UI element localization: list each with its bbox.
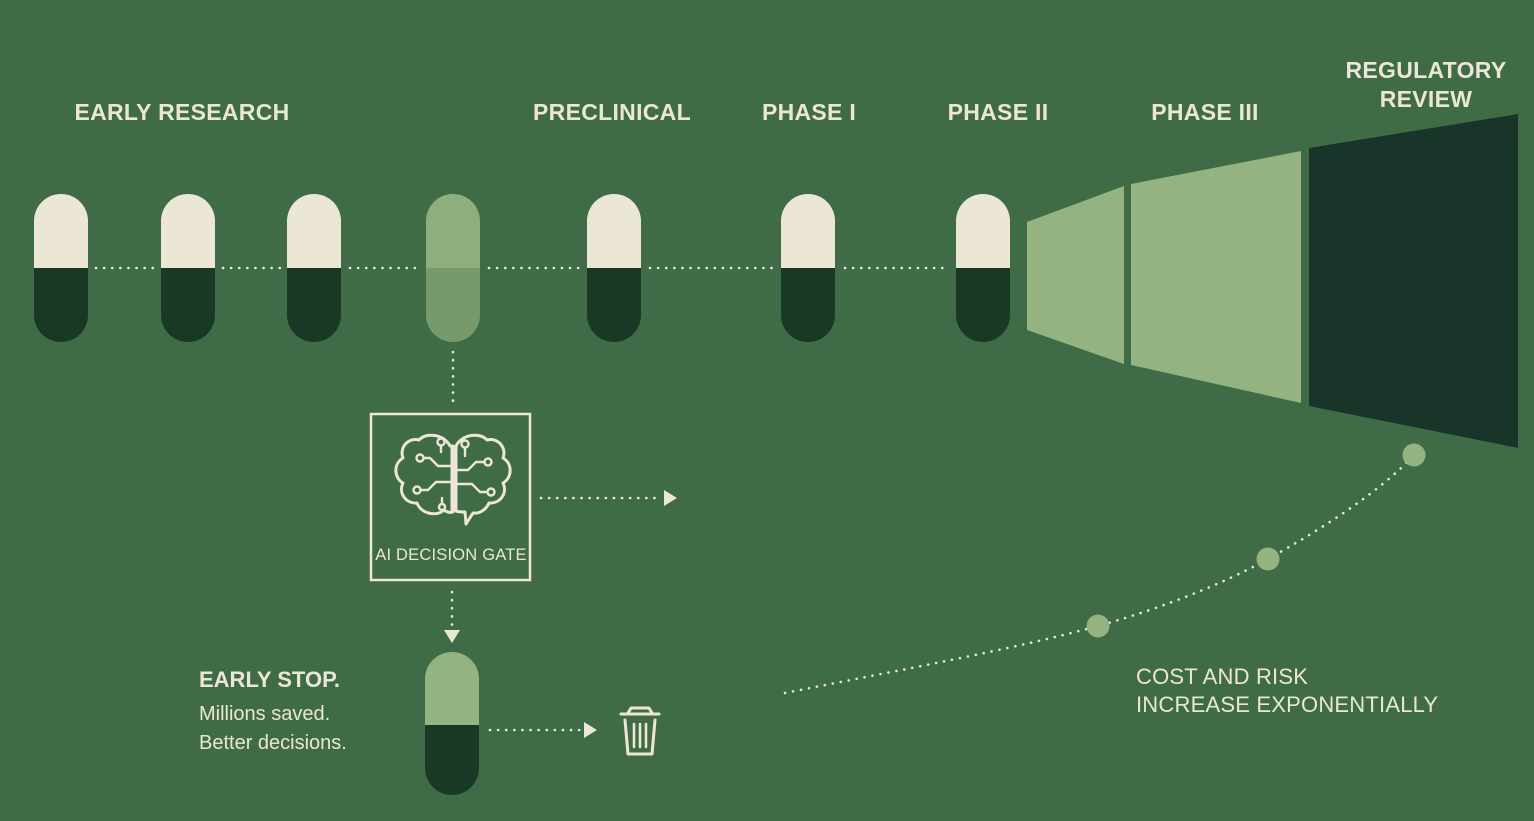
early-stop-line2: Better decisions. [199,732,347,754]
capsule-phase-2 [956,194,1010,342]
discard-arrow [488,722,597,738]
capsule-preclinical [587,194,641,342]
capsule-phase-1 [781,194,835,342]
funnel-segment-phase-2 [1027,186,1124,364]
early-stop-line1: Millions saved. [199,703,330,725]
capsule-early-research-1 [34,194,88,342]
stage-label-phase-1: PHASE I [762,99,856,125]
ai-decision-gate-label: AI DECISION GATE [375,546,526,564]
cost-note-line2: INCREASE EXPONENTIALLY [1136,692,1438,717]
capsule-gated-candidate [426,194,480,342]
funnel-segment-phase-3 [1131,151,1301,403]
stage-label-regulatory-line1: REGULATORY [1345,57,1506,83]
early-stop-title: EARLY STOP. [199,667,340,692]
brain-circuit-icon [394,433,512,526]
ai-decision-gate-box [369,412,532,582]
cost-risk-curve [783,443,1426,695]
funnel-segment-regulatory [1309,114,1518,448]
gate-stop-arrow [444,590,460,643]
stage-label-phase-3: PHASE III [1151,99,1259,125]
stage-label-phase-2: PHASE II [948,99,1049,125]
capsule-stopped [425,652,479,795]
stage-label-early-research: EARLY RESEARCH [74,99,289,125]
trash-icon [619,706,661,756]
stage-label-regulatory-line2: REVIEW [1380,86,1473,112]
stage-label-preclinical: PRECLINICAL [533,99,691,125]
capsule-early-research-2 [161,194,215,342]
gate-continue-arrow [539,490,677,506]
cost-note-line1: COST AND RISK [1136,664,1308,689]
capsule-early-research-3 [287,194,341,342]
